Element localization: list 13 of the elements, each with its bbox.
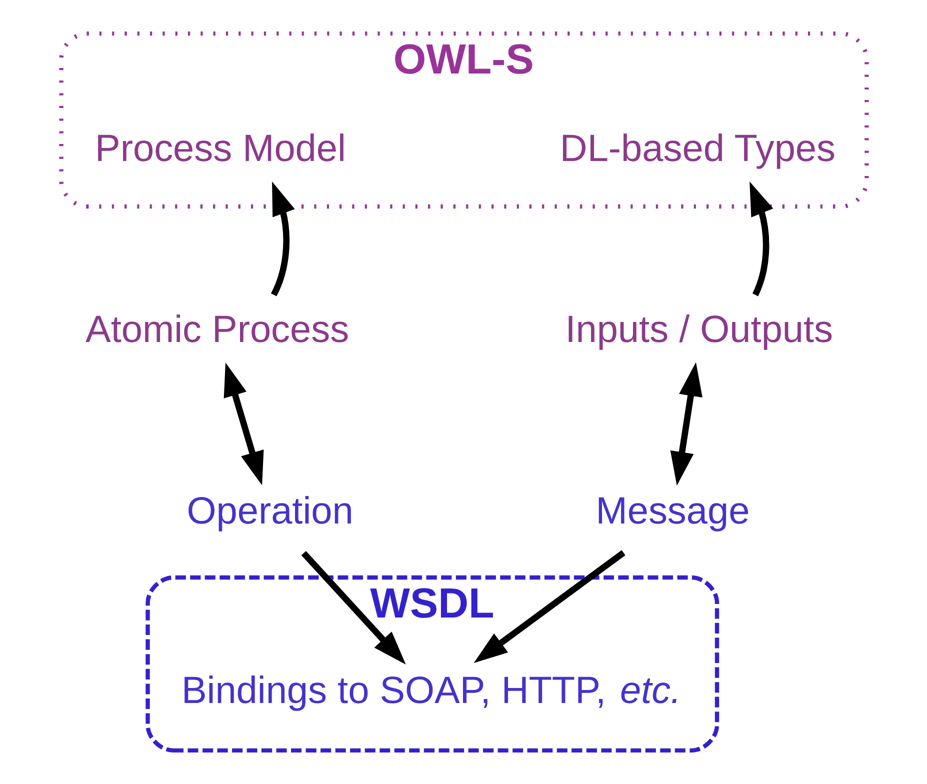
node-text: Atomic Process [85,309,349,352]
node-text: Message [595,490,750,533]
arrow [300,550,406,664]
arrow [473,550,625,663]
node-text: DL-based Types [559,128,836,170]
node-text: Process Model [94,128,346,170]
arrow [749,182,773,296]
arrow [270,181,294,296]
node-text: Inputs / Outputs [564,309,833,352]
node-text: Bindings to SOAP, HTTP, etc. [180,670,681,712]
arrow [223,362,264,486]
node-text: Operation [186,490,353,533]
arrow [670,362,702,486]
